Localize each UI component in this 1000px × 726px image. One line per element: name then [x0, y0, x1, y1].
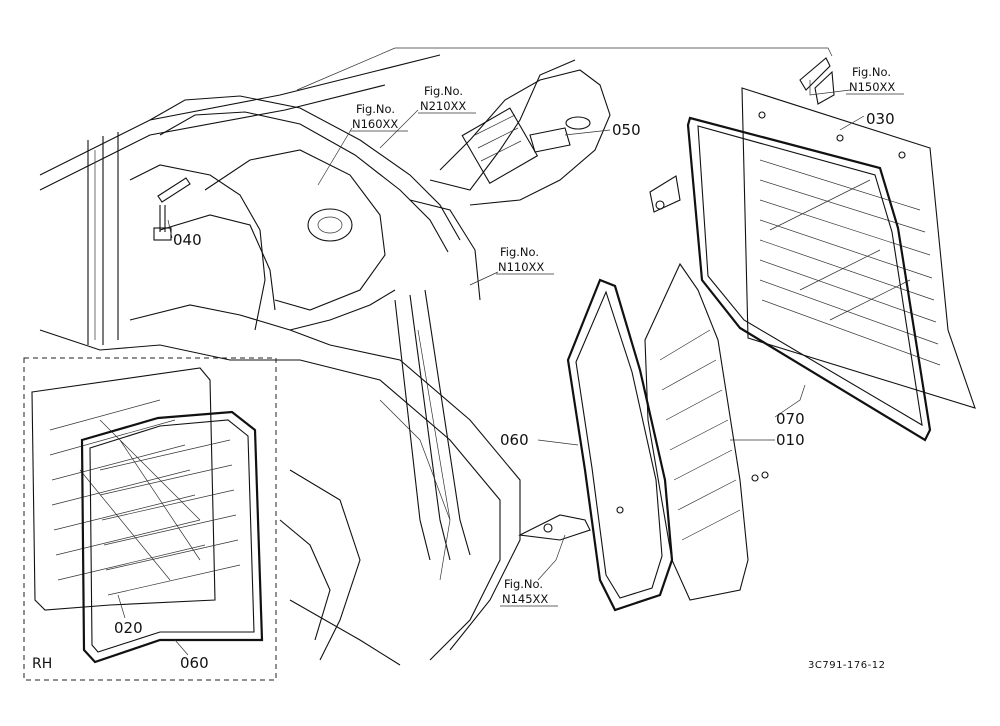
figref-n160-line2: N160XX: [352, 117, 398, 131]
figref-n210-line2: N210XX: [420, 99, 466, 113]
figref-n110-line2: N110XX: [498, 260, 544, 274]
figref-n210-line1: Fig.No.: [424, 84, 463, 98]
figref-n150-line2: N150XX: [849, 80, 895, 94]
part-label-040: 040: [173, 231, 202, 249]
figref-n110: Fig.No. N110XX: [496, 245, 554, 275]
figref-n210: Fig.No. N210XX: [418, 84, 476, 114]
rh-inset: [23, 357, 277, 681]
part-label-050: 050: [612, 121, 641, 139]
figref-n160-line1: Fig.No.: [356, 102, 395, 116]
figref-n150: Fig.No. N150XX: [846, 65, 904, 95]
side-seal-060: [566, 278, 674, 612]
hinge-n150: [649, 57, 835, 213]
latch-n145: [518, 471, 769, 541]
part-label-020: 020: [114, 619, 143, 637]
door-glass-030: [741, 87, 976, 409]
drawing-code: 3C791-176-12: [808, 660, 885, 671]
figref-n145: Fig.No. N145XX: [500, 577, 558, 607]
part-label-030: 030: [866, 110, 895, 128]
part-label-010: 010: [776, 431, 805, 449]
leader-lines: [117, 47, 865, 656]
figref-n110-line1: Fig.No.: [500, 245, 539, 259]
figref-n150-line1: Fig.No.: [852, 65, 891, 79]
part-label-060-main: 060: [500, 431, 529, 449]
figref-n160: Fig.No. N160XX: [350, 102, 408, 132]
figref-n145-line2: N145XX: [502, 592, 548, 606]
door-seal-070: [686, 116, 932, 442]
figref-n145-line1: Fig.No.: [504, 577, 543, 591]
part-label-060-inset: 060: [180, 654, 209, 672]
cab-frame: [39, 54, 611, 666]
inset-label-rh: RH: [32, 656, 52, 672]
side-glass-010: [644, 262, 749, 601]
bolt-040: [153, 177, 191, 241]
part-label-070: 070: [776, 410, 805, 428]
